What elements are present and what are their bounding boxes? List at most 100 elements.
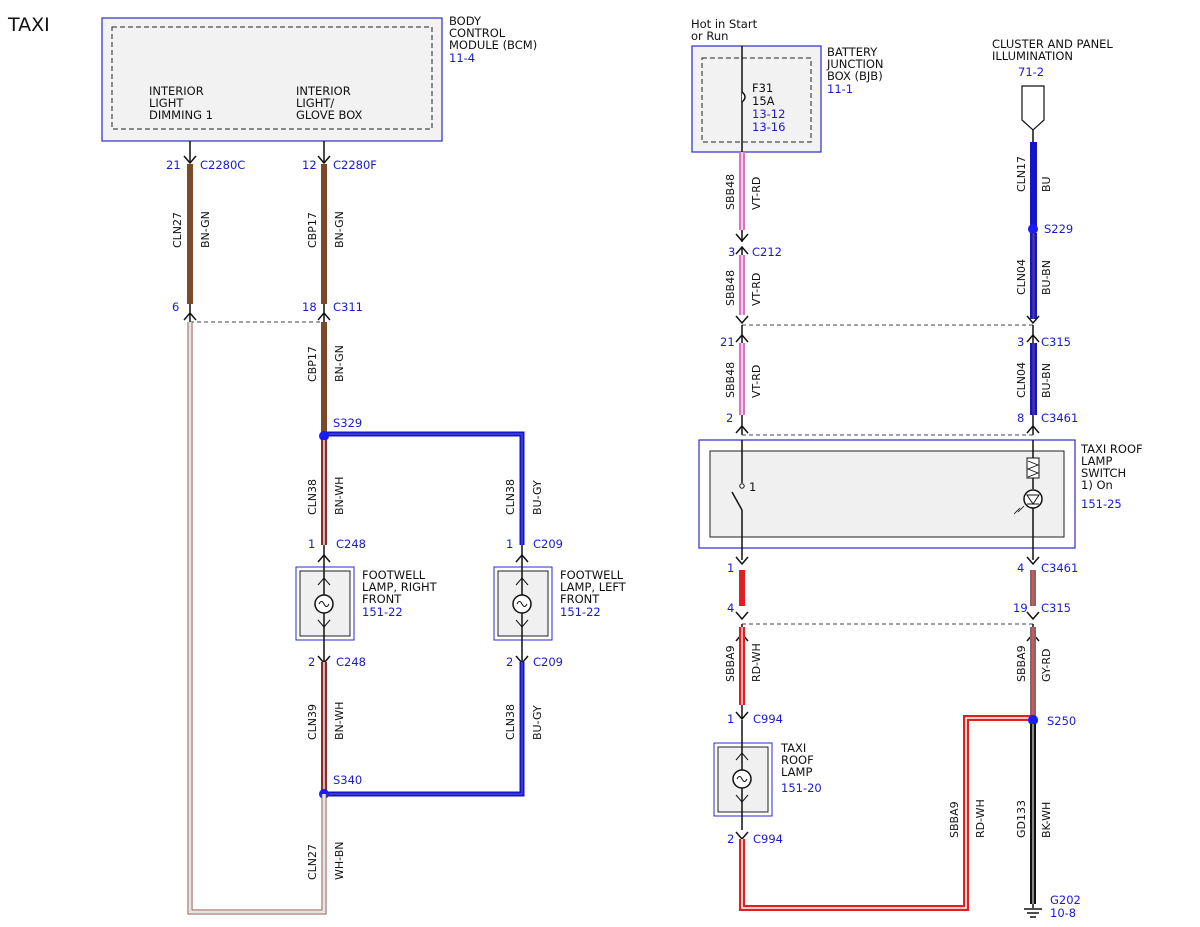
switch-label-2: LAMP xyxy=(1081,454,1112,468)
pin-number: 3 xyxy=(728,245,735,259)
cluster-connector-icon xyxy=(1021,85,1045,131)
diagram-title: TAXI xyxy=(7,14,50,36)
pin-number: 1 xyxy=(727,712,734,726)
pin-number: 21 xyxy=(166,158,181,172)
connector-id[interactable]: C315 xyxy=(1041,335,1071,349)
cluster-ref[interactable]: 71-2 xyxy=(1018,65,1044,79)
bjb-ref[interactable]: 11-1 xyxy=(827,82,853,96)
wire-color-label: BU-GY xyxy=(531,480,544,515)
circuit-label: CLN04 xyxy=(1015,362,1028,398)
circuit-label: SBBA9 xyxy=(1015,645,1028,682)
roof-lamp-ref[interactable]: 151-20 xyxy=(781,781,822,795)
pin-number: 8 xyxy=(1017,411,1024,425)
ground-ref[interactable]: 10-8 xyxy=(1050,906,1076,920)
fw-right-ref[interactable]: 151-22 xyxy=(362,605,403,619)
fw-left-label-3: FRONT xyxy=(560,592,600,606)
pin-number: 4 xyxy=(1017,561,1024,575)
fw-right-label-3: FRONT xyxy=(362,592,402,606)
bcm-label-2: CONTROL xyxy=(449,26,506,40)
circuit-label: SBBA9 xyxy=(948,801,961,838)
roof-lamp-label-1: TAXI xyxy=(780,741,806,755)
ground-name[interactable]: G202 xyxy=(1050,893,1081,907)
pin-number: 19 xyxy=(1013,601,1028,615)
fuse-name: F31 xyxy=(752,81,773,95)
fuse-ref-1[interactable]: 13-12 xyxy=(752,107,785,121)
circuit-label: CLN17 xyxy=(1015,156,1028,192)
pin-number: 2 xyxy=(726,411,733,425)
connector-id[interactable]: C311 xyxy=(333,300,363,314)
wire-cln27-upper xyxy=(183,141,197,322)
connector-id[interactable]: C209 xyxy=(533,537,563,551)
wire-color-label: VT-RD xyxy=(750,273,763,306)
bcm-pin2-label-1: INTERIOR xyxy=(296,84,351,98)
connector-id[interactable]: C248 xyxy=(336,655,366,669)
wire-cln39-bn-wh xyxy=(317,650,331,792)
bcm-ref[interactable]: 11-4 xyxy=(449,51,475,65)
connector-id[interactable]: C3461 xyxy=(1041,411,1078,425)
bcm-pin1-label-3: DIMMING 1 xyxy=(149,108,213,122)
indicator-lamp-icon xyxy=(1023,489,1043,509)
pin-labels: 21 C2280C 12 C2280F 6 18 C311 S329 1 C24… xyxy=(166,158,1078,846)
wire-cln38-bu-gy-down xyxy=(515,545,529,565)
connector-id[interactable]: C3461 xyxy=(1041,561,1078,575)
bcm-label-1: BODY xyxy=(449,14,482,28)
connector-id[interactable]: C209 xyxy=(533,655,563,669)
circuit-label: GD133 xyxy=(1015,800,1028,838)
bjb-box xyxy=(691,45,822,160)
fw-left-label-2: LAMP, LEFT xyxy=(560,580,627,594)
pin-number: 21 xyxy=(720,335,735,349)
switch-ref[interactable]: 151-25 xyxy=(1081,497,1122,511)
splice-s229 xyxy=(1028,224,1038,234)
connector-id[interactable]: C994 xyxy=(753,832,783,846)
bjb-hot-2: or Run xyxy=(691,29,728,43)
circuit-label: CLN27 xyxy=(306,844,319,880)
wire-cln04-2 xyxy=(1026,325,1040,435)
wire-switch-out-right xyxy=(1026,556,1040,621)
pin-number: 18 xyxy=(302,300,317,314)
circuit-label: SBB48 xyxy=(724,362,737,398)
wire-cln04-1 xyxy=(1026,233,1040,325)
wire-cln38-bn-wh xyxy=(317,440,331,565)
circuit-label: CLN38 xyxy=(504,479,517,515)
wire-color-label: BU-BN xyxy=(1040,260,1053,295)
wire-sbba9-rd-wh-1 xyxy=(735,624,749,721)
roof-lamp-label-2: ROOF xyxy=(781,753,814,767)
connector-id[interactable]: C2280F xyxy=(333,158,377,172)
wire-color-label: BN-GN xyxy=(333,211,346,248)
circuit-label: CLN38 xyxy=(306,479,319,515)
wire-color-label: BN-GN xyxy=(199,211,212,248)
switch-label-4: 1) On xyxy=(1081,478,1113,492)
splice-id[interactable]: S329 xyxy=(333,416,362,430)
wire-color-label: BU-BN xyxy=(1040,363,1053,398)
wire-sbba9-rd-wh-loop xyxy=(735,715,1033,911)
wire-color-label: BN-WH xyxy=(333,702,346,740)
wire-color-label: BK-WH xyxy=(1040,802,1053,838)
connector-id[interactable]: C315 xyxy=(1041,601,1071,615)
wire-cln27-wh-bn xyxy=(187,322,327,915)
pin-number: 12 xyxy=(302,158,317,172)
connector-id[interactable]: C248 xyxy=(336,537,366,551)
pin-number: 6 xyxy=(172,300,179,314)
wire-cbp17-lower xyxy=(321,322,327,434)
connector-id[interactable]: C994 xyxy=(753,712,783,726)
wire-color-label: VT-RD xyxy=(750,177,763,210)
wire-cbp17-upper xyxy=(317,141,331,322)
wire-sbb48-1 xyxy=(735,152,749,243)
circuit-label: SBB48 xyxy=(724,174,737,210)
connector-id[interactable]: C212 xyxy=(752,245,782,259)
bcm-pin2-label-2: LIGHT/ xyxy=(296,96,334,110)
bjb-label-3: BOX (BJB) xyxy=(827,69,883,83)
splice-id[interactable]: S229 xyxy=(1044,222,1073,236)
wire-sbba9-gy-rd xyxy=(1026,624,1040,717)
splice-id[interactable]: S340 xyxy=(333,773,362,787)
splice-id[interactable]: S250 xyxy=(1047,714,1076,728)
circuit-label: CLN39 xyxy=(306,704,319,740)
taxi-roof-lamp-switch xyxy=(698,439,1076,560)
wire-color-label: WH-BN xyxy=(333,842,346,881)
fuse-ref-2[interactable]: 13-16 xyxy=(752,120,785,134)
fw-left-ref[interactable]: 151-22 xyxy=(560,605,601,619)
bcm-pin2-label-3: GLOVE BOX xyxy=(296,108,363,122)
connector-id[interactable]: C2280C xyxy=(200,158,245,172)
pin-number: 1 xyxy=(308,537,315,551)
